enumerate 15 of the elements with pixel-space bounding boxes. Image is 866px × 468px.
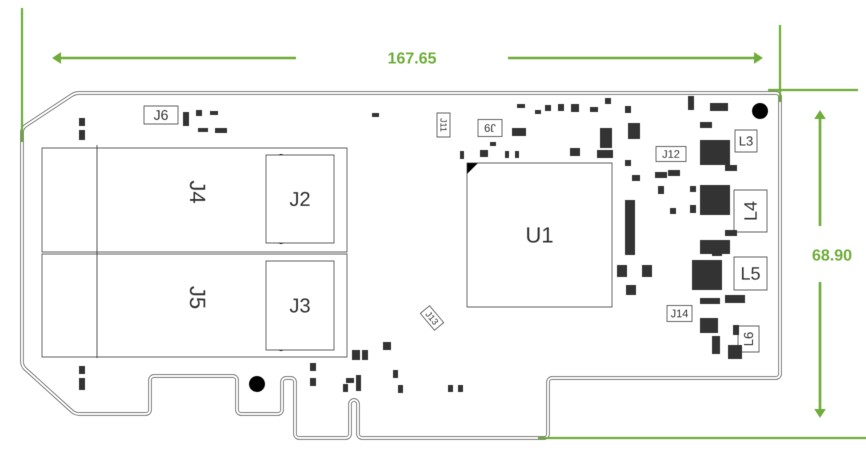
chip-outline: U1 [466, 162, 612, 308]
component-outline: J14 [666, 305, 692, 322]
component-outline: J3 [266, 260, 334, 350]
component-outline: J2 [266, 154, 334, 244]
component-outline: L6 [738, 326, 760, 352]
component-outline: L3 [734, 130, 758, 152]
component-outline: J9 [478, 119, 502, 137]
component-outline: J6 [144, 106, 178, 124]
dimension-label: 167.65 [388, 52, 436, 64]
component-outline: L4 [734, 190, 768, 232]
component-outline: J12 [656, 146, 686, 162]
dimension-label: 68.90 [812, 249, 852, 261]
component-outline: J11 [436, 112, 450, 138]
component-outline: L5 [734, 256, 768, 290]
component-outline: J13 [420, 305, 444, 331]
